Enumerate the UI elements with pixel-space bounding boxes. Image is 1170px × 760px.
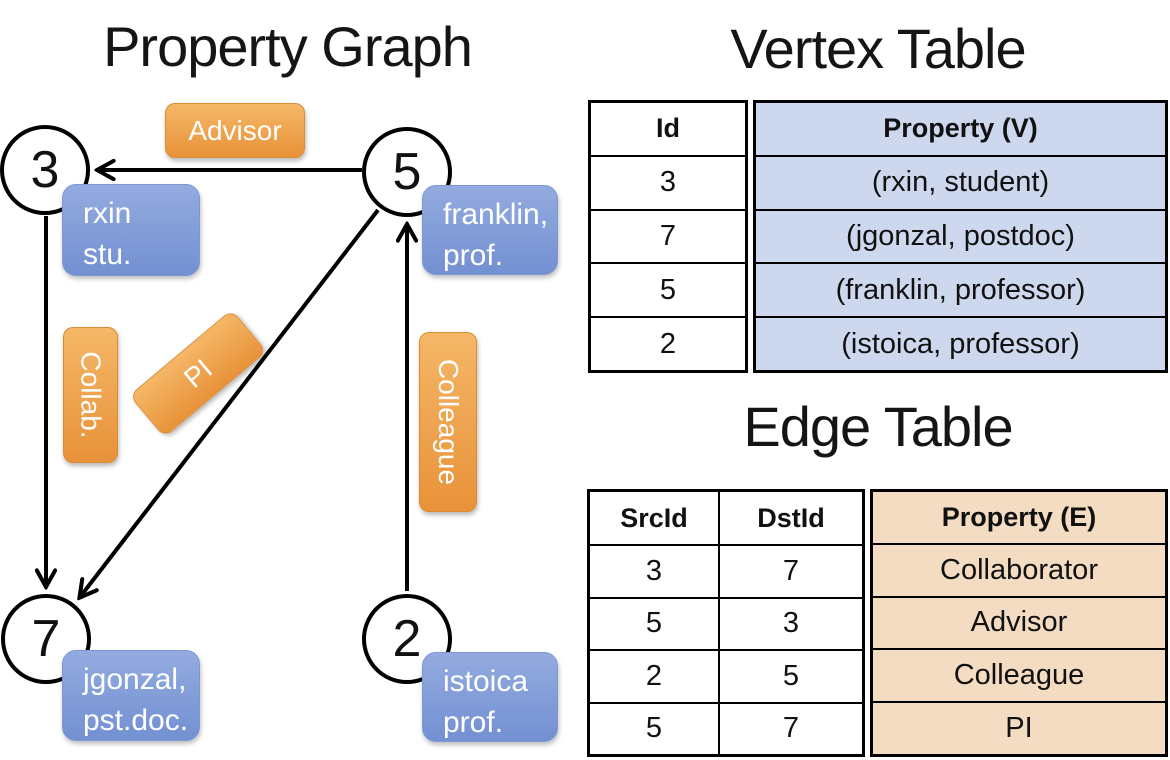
vertex-label-line1: jgonzal, [83,663,187,696]
edge-property-cell: Colleague [873,648,1165,702]
node-id: 5 [392,143,422,201]
edge-label-colleague: Colleague [419,332,477,512]
edge-label-text: Advisor [188,114,282,146]
vertex-id-cell: 3 [591,154,745,209]
vertex-property-cell: (istoica, professor) [756,316,1165,370]
property-graph-title: Property Graph [103,15,473,78]
vertex-id-header: Id [656,113,680,144]
edge-src-cell: 3 [590,544,718,596]
vertex-table-property-column: Property (V) (rxin, student) (jgonzal, p… [753,100,1168,373]
edge-dstid-header: DstId [718,492,862,545]
vertex-property-cell: (rxin, student) [756,154,1165,209]
vertex-table-title: Vertex Table [730,17,1026,80]
vertex-id-cell: 5 [591,262,745,316]
vertex-label-line2: pst.doc. [83,704,189,738]
node-id: 3 [30,141,60,199]
vertex-property-cell: (franklin, professor) [756,262,1165,317]
vertex-label-franklin: franklin, prof. [422,185,558,275]
edge-label-text: Colleague [433,358,465,486]
edge-table-title: Edge Table [743,395,1013,458]
vertex-table-id-column: Id 3 7 5 2 [588,100,748,373]
edge-table: SrcId DstId 3 7 5 3 2 5 5 7 Property (E)… [587,489,1168,757]
edge-src-cell: 5 [590,701,718,754]
vertex-label-line1: franklin, [443,198,549,231]
graph-node-2: 2 [362,594,452,684]
edge-dst-cell: 3 [718,596,862,650]
edge-src-cell: 5 [590,596,718,649]
vertex-label-line1: istoica [443,665,529,698]
vertex-label-jgonzal: jgonzal, pst.doc. [62,650,200,741]
vertex-label-rxin: rxin stu. [62,184,200,276]
edge-label-collab: Collab. [63,327,118,463]
edge-property-cell: Advisor [873,595,1165,649]
edge-table-property-column: Property (E) Collaborator Advisor Collea… [870,489,1168,757]
edge-src-cell: 2 [590,649,718,701]
node-id: 2 [392,610,422,668]
vertex-property-cell: (jgonzal, postdoc) [756,208,1165,263]
edge-property-cell: Collaborator [873,542,1165,596]
edge-property-cell: PI [873,701,1165,754]
graph-node-5: 5 [362,127,452,217]
vertex-property-header: Property (V) [756,103,1165,155]
edge-table-src-dst-columns: SrcId DstId 3 7 5 3 2 5 5 7 [587,489,865,757]
edge-dst-cell: 7 [718,544,862,597]
vertex-label-line2: prof. [443,239,504,273]
edge-srcid-header: SrcId [620,502,688,533]
node-id: 7 [31,610,61,668]
vertex-label-line2: prof. [443,706,504,740]
edge-label-text: PI [177,352,218,394]
edge-dst-cell: 5 [718,649,862,702]
graph-edges [0,0,585,760]
edge-label-text: Collab. [75,351,107,439]
edge-label-advisor: Advisor [165,103,305,158]
edge-5-to-7-pi [80,208,380,597]
vertex-id-cell: 7 [591,208,745,263]
vertex-label-istoica: istoica prof. [422,652,558,742]
vertex-label-line2: stu. [83,238,132,272]
vertex-table: Id 3 7 5 2 Property (V) (rxin, student) … [588,100,1168,373]
vertex-label-line1: rxin [83,197,132,230]
edge-property-header: Property (E) [873,492,1165,543]
edge-dst-cell: 7 [718,701,862,754]
vertex-id-cell: 2 [591,316,745,370]
